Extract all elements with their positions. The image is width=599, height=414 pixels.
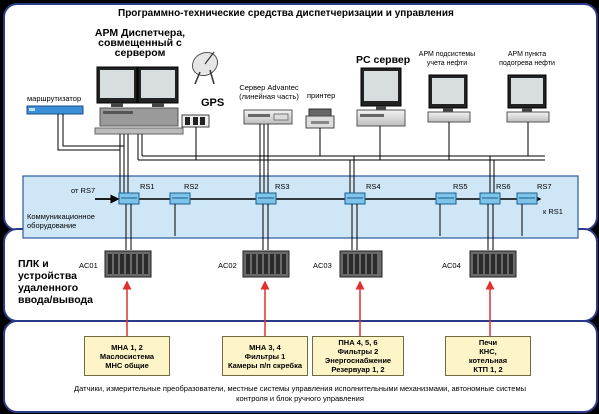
ac03-label: AC03	[313, 261, 332, 270]
field-box-1: МНА 1, 2 Маслосистема МНС общие	[84, 336, 170, 376]
ac01-label: AC01	[79, 261, 98, 270]
arm-heating-label: АРМ пункта подогрева нефти	[499, 51, 555, 67]
comm-equipment-label: Коммуникационное оборудование	[27, 212, 95, 230]
plc-links	[125, 204, 523, 250]
rs4-label: RS4	[366, 182, 381, 191]
router-label: маршрутизатор	[27, 94, 82, 103]
router-device	[26, 105, 84, 115]
comm-band	[22, 175, 579, 239]
printer-device	[305, 108, 335, 129]
arm-oil-label: АРМ подсистемы учета нефти	[418, 51, 476, 67]
rs6-label: RS6	[496, 182, 511, 191]
rs-repeater-1	[118, 192, 140, 205]
plc-rack-ac01	[104, 250, 152, 278]
printer-label: принтер	[307, 91, 336, 100]
rs7-label: RS7	[537, 182, 552, 191]
field-links	[122, 280, 495, 336]
rs-repeater-4	[344, 192, 366, 205]
rs5-label: RS5	[453, 182, 468, 191]
pc-server	[356, 67, 406, 127]
field-box-2: МНА 3, 4 Фильтры 1 Камеры п/п скребка	[222, 336, 308, 376]
arm-oil-accounting-workstation	[427, 74, 471, 123]
ac04-label: AC04	[442, 261, 461, 270]
plc-rack-ac02	[242, 250, 290, 278]
field-box-4: Печи КНС, котельная КТП 1, 2	[445, 336, 531, 376]
rs-repeater-3	[255, 192, 277, 205]
rs-repeater-5	[435, 192, 457, 205]
satellite-dish-icon	[191, 51, 219, 85]
diagram-title: Программно-технические средства диспетче…	[118, 8, 454, 19]
rs1-label: RS1	[140, 182, 155, 191]
field-box-3: ПНА 4, 5, 6 Фильтры 2 Энергоснабжение Ре…	[312, 336, 404, 376]
plc-rack-ac03	[339, 250, 383, 278]
ac02-label: AC02	[218, 261, 237, 270]
gps-label: GPS	[201, 97, 225, 109]
rs-repeater-2	[169, 192, 191, 205]
from-rs7-label: от RS7	[71, 186, 96, 195]
rs3-label: RS3	[275, 182, 290, 191]
rs2-label: RS2	[184, 182, 199, 191]
gps-receiver	[181, 114, 210, 128]
advantec-server	[243, 109, 293, 125]
lan-lines	[57, 114, 545, 196]
arm-dispatcher-workstation	[94, 66, 184, 135]
to-rs1-label: к RS1	[543, 207, 563, 216]
field-footer-label: Датчики, измерительные преобразователи, …	[74, 384, 526, 403]
arm-heating-workstation	[506, 74, 550, 123]
plc-section-label: ПЛК и устройства удаленного ввода/вывода	[18, 258, 93, 306]
arm-dispatcher-label: АРМ Диспетчера, совмещенный с сервером	[94, 27, 186, 59]
rs-repeater-7	[516, 192, 538, 205]
plc-rack-ac04	[469, 250, 517, 278]
rs-repeater-6	[479, 192, 501, 205]
pc-server-label: PC сервер	[356, 54, 411, 66]
advantec-label: Сервер Advantec (линейная часть)	[239, 83, 299, 101]
